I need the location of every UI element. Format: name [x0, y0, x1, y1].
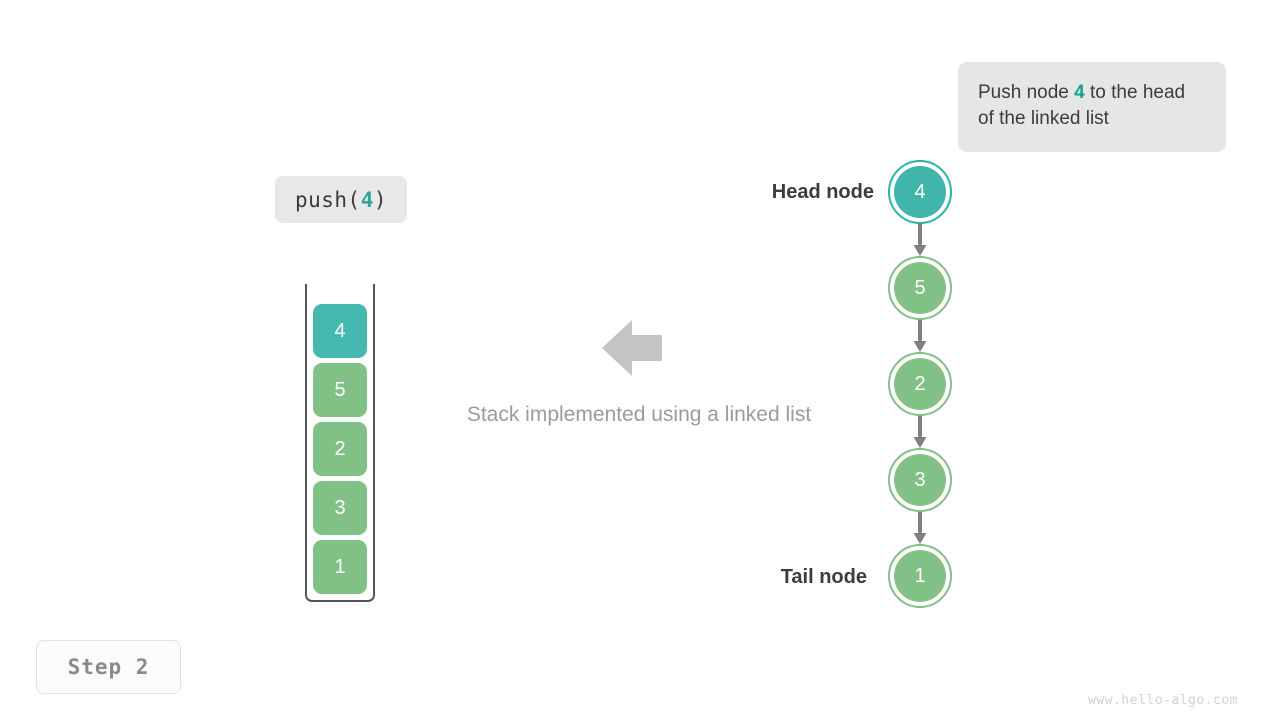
linked-list-connector-arrow	[913, 416, 927, 448]
tail-node-label: Tail node	[780, 566, 867, 588]
tooltip-value: 4	[1074, 82, 1085, 103]
stack-cell: 5	[313, 363, 367, 417]
stack-cell: 2	[313, 422, 367, 476]
linked-list-node: 4	[888, 160, 952, 224]
diagram-caption-text: Stack implemented using a linked list	[466, 403, 812, 426]
diagram-caption: Stack implemented using a linked list	[0, 403, 1280, 427]
stack-container-frame	[305, 284, 375, 602]
linked-list-node: 1	[888, 544, 952, 608]
push-operation-name: push(	[294, 187, 361, 212]
linked-list-connector-arrow	[913, 512, 927, 544]
linked-list-connector-arrow	[913, 224, 927, 256]
watermark: www.hello-algo.com	[1088, 693, 1238, 708]
push-operation-label: push(4)	[275, 176, 407, 223]
linked-list-visualization: 4 5 2 3 1	[888, 160, 952, 610]
stack-cell: 1	[313, 540, 367, 594]
linked-list-node-value: 5	[894, 262, 946, 314]
linked-list-node-value: 4	[894, 166, 946, 218]
push-description-tooltip: Push node 4 to the head of the linked li…	[958, 62, 1226, 153]
push-operation-argument: 4	[360, 187, 374, 212]
stack-cell: 3	[313, 481, 367, 535]
linked-list-node: 2	[888, 352, 952, 416]
push-operation-close-paren: )	[373, 187, 388, 212]
linked-list-node-value: 1	[894, 550, 946, 602]
tooltip-text-before: Push node	[978, 82, 1075, 103]
linked-list-node: 5	[888, 256, 952, 320]
linked-list-node-value: 2	[894, 358, 946, 410]
stack-cell: 4	[313, 304, 367, 358]
linked-list-node-value: 3	[894, 454, 946, 506]
tooltip-text-after: to the head of the linked list	[978, 82, 1186, 130]
linked-list-node: 3	[888, 448, 952, 512]
head-node-label: Head node	[771, 181, 874, 203]
left-arrow-icon	[602, 320, 662, 376]
linked-list-connector-arrow	[913, 320, 927, 352]
step-badge: Step 2	[36, 640, 181, 694]
